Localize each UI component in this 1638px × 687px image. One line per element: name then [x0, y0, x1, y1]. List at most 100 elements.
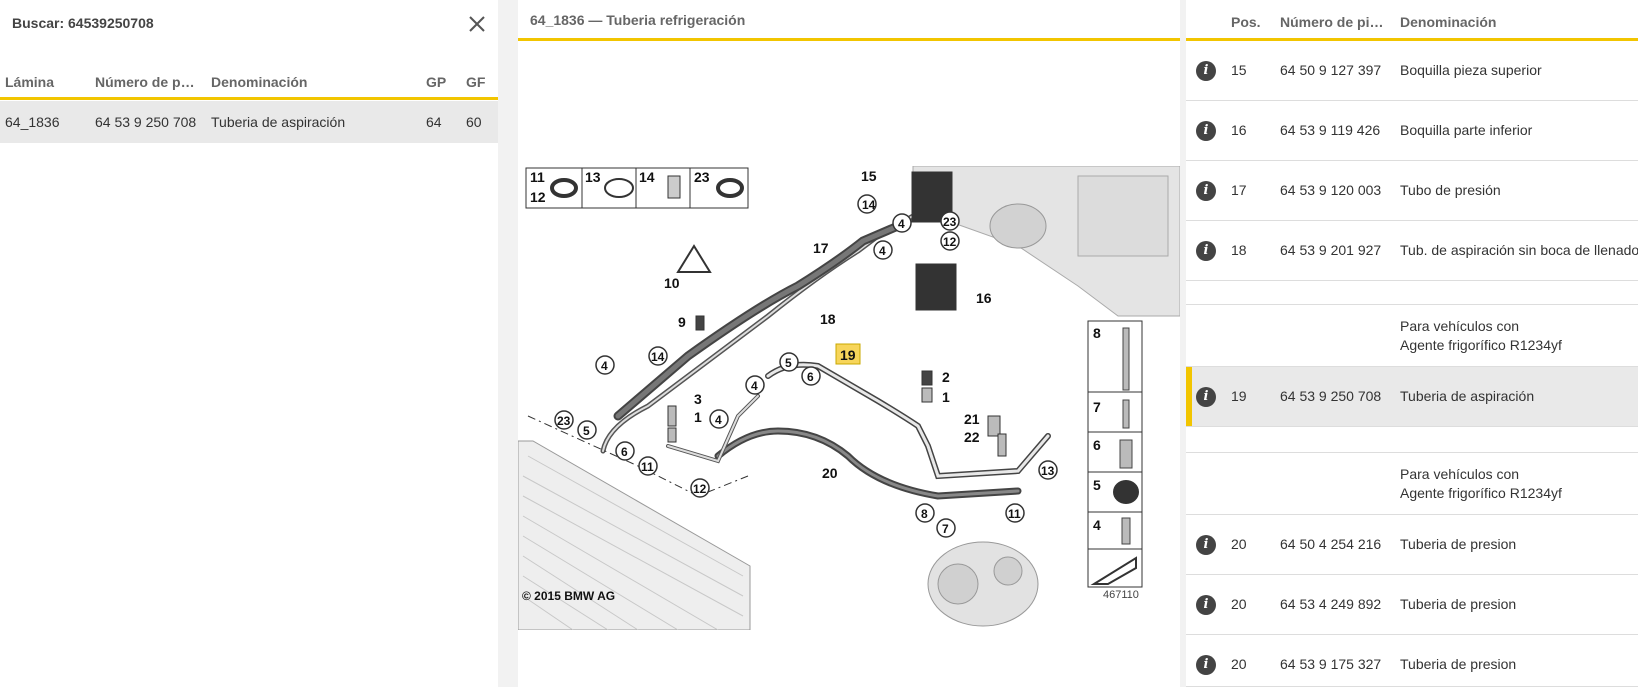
cell-lamina: 64_1836 [5, 114, 60, 130]
close-icon[interactable] [466, 13, 488, 35]
column-header-numero[interactable]: Número de pi… [1280, 14, 1384, 30]
info-icon[interactable]: i [1196, 61, 1216, 81]
table-row[interactable]: i 20 64 53 4 249 892 Tuberia de presion [1186, 575, 1638, 635]
column-header-denominacion[interactable]: Denominación [211, 74, 308, 90]
info-icon[interactable]: i [1196, 241, 1216, 261]
cell-denominacion: Tuberia de presion [1400, 656, 1517, 672]
cell-denominacion: Tubo de presión [1400, 182, 1501, 198]
info-icon[interactable]: i [1196, 121, 1216, 141]
parts-table-header: Pos. Número de pi… Denominación [1186, 0, 1638, 41]
cell-denominacion: Tub. de aspiración sin boca de llenado [1400, 242, 1638, 258]
svg-text:11: 11 [1008, 507, 1021, 521]
column-header-numero[interactable]: Número de p… [95, 74, 195, 90]
cell-pos: 20 [1231, 596, 1247, 612]
callout-2: 2 [942, 369, 950, 385]
callout-19-highlight [835, 343, 861, 365]
table-row[interactable]: i 18 64 53 9 201 927 Tub. de aspiración … [1186, 221, 1638, 281]
diagram-panel: 64_1836 — Tuberia refrigeración [518, 0, 1180, 687]
panel-divider[interactable] [498, 0, 518, 687]
callout-16: 16 [976, 290, 992, 306]
cell-denominacion: Boquilla pieza superior [1400, 62, 1542, 78]
info-icon[interactable]: i [1196, 387, 1216, 407]
svg-text:14: 14 [862, 198, 876, 212]
cell-numero: 64 53 9 250 708 [1280, 388, 1382, 404]
cell-gf: 60 [466, 114, 482, 130]
diagram-header: 64_1836 — Tuberia refrigeración [518, 0, 1180, 41]
table-row-note: Para vehículos con Agente frigorífico R1… [1186, 453, 1638, 515]
cell-pos: 16 [1231, 122, 1247, 138]
diagram-copyright: © 2015 BMW AG [522, 589, 615, 603]
svg-text:5: 5 [785, 356, 792, 370]
parts-diagram[interactable]: 11 12 13 14 23 [518, 166, 1180, 630]
info-icon[interactable]: i [1196, 655, 1216, 675]
cell-pos: 17 [1231, 182, 1247, 198]
svg-text:4: 4 [715, 413, 722, 427]
panel-divider[interactable] [1180, 0, 1186, 687]
column-header-lamina[interactable]: Lámina [5, 74, 55, 90]
info-icon[interactable]: i [1196, 595, 1216, 615]
cell-numero: 64 50 9 127 397 [1280, 62, 1382, 78]
svg-text:7: 7 [942, 522, 949, 536]
callout-labels[interactable]: 15 16 17 18 19 20 10 9 3 1 2 1 21 22 [554, 168, 1058, 538]
callout-9: 9 [678, 314, 686, 330]
callout-17: 17 [813, 240, 829, 256]
diagram-title: 64_1836 — Tuberia refrigeración [530, 12, 746, 28]
svg-text:6: 6 [621, 445, 628, 459]
table-row[interactable]: i 17 64 53 9 120 003 Tubo de presión [1186, 161, 1638, 221]
svg-text:4: 4 [879, 244, 886, 258]
svg-text:23: 23 [694, 169, 710, 185]
note-line: Para vehículos con [1400, 466, 1520, 482]
cell-numero: 64 53 9 175 327 [1280, 656, 1382, 672]
svg-text:13: 13 [585, 169, 601, 185]
callout-3: 3 [694, 391, 702, 407]
cell-gp: 64 [426, 114, 442, 130]
cell-pos: 20 [1231, 656, 1247, 672]
cell-pos: 19 [1231, 388, 1247, 404]
table-row-selected[interactable]: i 19 64 53 9 250 708 Tuberia de aspiraci… [1186, 367, 1638, 427]
info-icon[interactable]: i [1196, 181, 1216, 201]
selected-indicator [1186, 367, 1192, 426]
cell-pos: 15 [1231, 62, 1247, 78]
callout-22: 22 [964, 429, 980, 445]
svg-text:12: 12 [943, 235, 957, 249]
svg-text:11: 11 [530, 169, 545, 185]
table-row[interactable]: i 20 64 53 9 175 327 Tuberia de presion [1186, 635, 1638, 687]
table-row[interactable]: 64_1836 64 53 9 250 708 Tuberia de aspir… [0, 101, 498, 143]
svg-text:5: 5 [583, 424, 590, 438]
parts-list-panel: Pos. Número de pi… Denominación i 15 64 … [1186, 0, 1638, 687]
cell-denominacion: Tuberia de aspiración [1400, 388, 1535, 404]
table-row[interactable]: i 15 64 50 9 127 397 Boquilla pieza supe… [1186, 41, 1638, 101]
note-line: Para vehículos con [1400, 318, 1520, 334]
svg-text:4: 4 [751, 379, 758, 393]
callout-19: 19 [840, 347, 856, 363]
table-row[interactable]: i 20 64 50 4 254 216 Tuberia de presion [1186, 515, 1638, 575]
close-button[interactable] [466, 13, 488, 35]
svg-text:7: 7 [1093, 399, 1101, 415]
cell-numero: 64 53 9 119 426 [1280, 122, 1381, 138]
svg-text:23: 23 [943, 215, 957, 229]
svg-text:12: 12 [530, 189, 546, 205]
note-line: Agente frigorífico R1234yf [1400, 485, 1562, 501]
svg-text:11: 11 [641, 460, 654, 474]
condenser-image [518, 440, 751, 630]
cell-denominacion: Tuberia de presion [1400, 536, 1517, 552]
callout-21: 21 [964, 411, 980, 427]
svg-text:13: 13 [1041, 464, 1055, 478]
info-icon[interactable]: i [1196, 535, 1216, 555]
fastener-parts-column: 8 7 6 5 4 [1087, 320, 1143, 588]
table-row[interactable]: i 16 64 53 9 119 426 Boquilla parte infe… [1186, 101, 1638, 161]
column-header-pos[interactable]: Pos. [1231, 14, 1261, 30]
column-header-denominacion[interactable]: Denominación [1400, 14, 1497, 30]
callout-15: 15 [861, 168, 877, 184]
note-line: Agente frigorífico R1234yf [1400, 337, 1562, 353]
row-spacer [1186, 281, 1638, 305]
cell-pos: 18 [1231, 242, 1247, 258]
callout-18: 18 [820, 311, 836, 327]
svg-text:4: 4 [1093, 517, 1101, 533]
svg-text:4: 4 [601, 359, 608, 373]
callout-1b: 1 [942, 389, 950, 405]
cell-numero: 64 50 4 254 216 [1280, 536, 1382, 552]
cell-denominacion: Tuberia de presion [1400, 596, 1517, 612]
column-header-gp[interactable]: GP [426, 74, 447, 90]
column-header-gf[interactable]: GF [466, 74, 486, 90]
